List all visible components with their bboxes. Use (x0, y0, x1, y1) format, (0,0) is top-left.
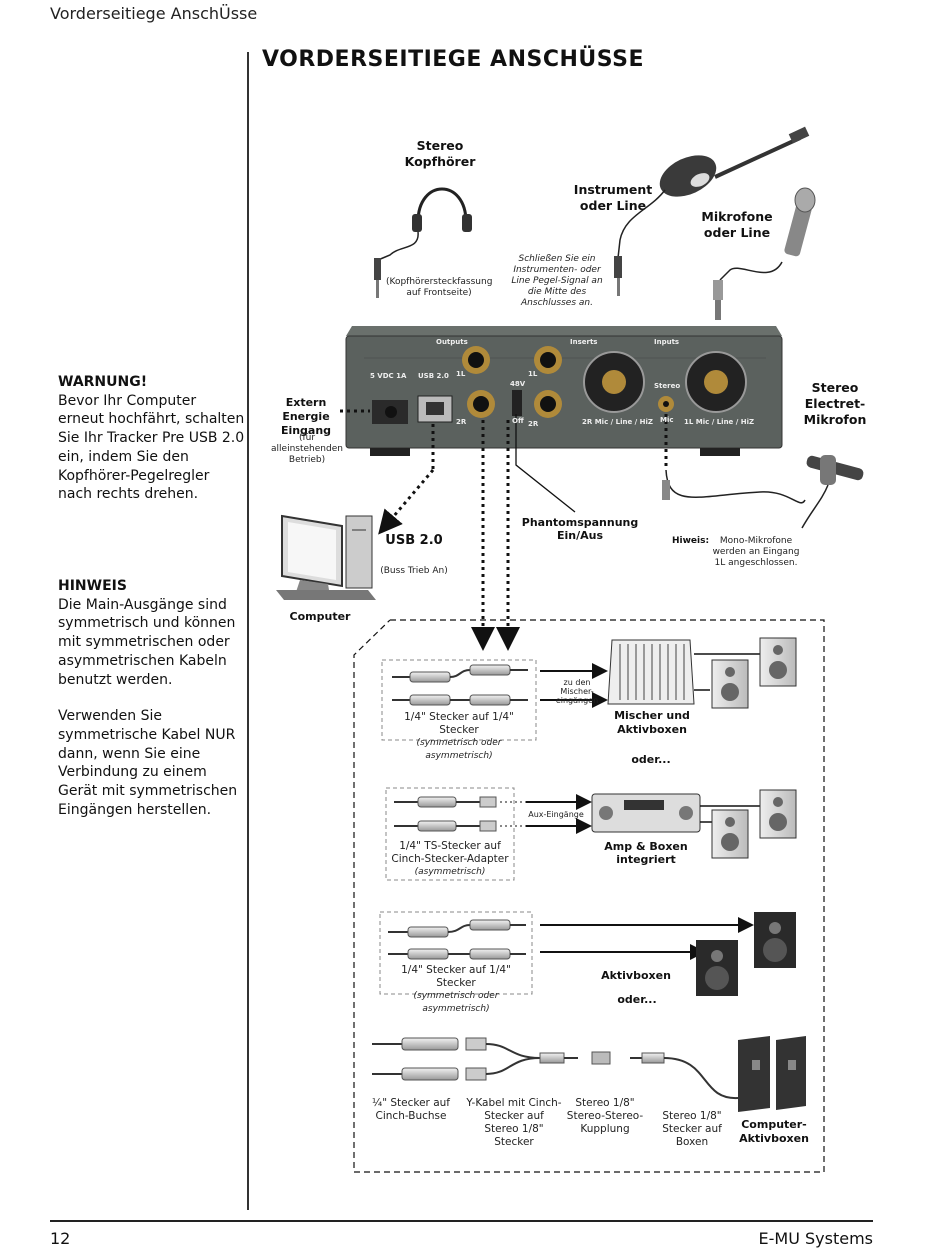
input-1l-label: 1L Mic / Line / HiZ (684, 418, 755, 426)
page-number: 12 (50, 1229, 71, 1248)
note-text-1: Die Main-Ausgänge sind symmetrisch und k… (58, 596, 236, 688)
or-label: oder... (617, 993, 657, 1006)
power-input-note: (für alleinstehenden Betrieb) (271, 433, 343, 465)
y-cable-label: Y-Kabel mit Cinch-Stecker auf Stereo 1/8… (466, 1097, 562, 1148)
computer-icon (276, 514, 376, 600)
amp-cable-box (385, 787, 515, 881)
inserts-label: Inserts (570, 338, 598, 346)
stereo-input-label: Stereo (654, 382, 681, 390)
mixer-cable-icon (392, 664, 528, 706)
input-2r-label: 2R Mic / Line / HiZ (582, 418, 653, 426)
warning-block: WARNUNG! Bevor Ihr Computer erneut hochf… (58, 373, 246, 504)
note-block: HINWEIS Die Main-Ausgänge sind symmetris… (58, 577, 246, 819)
or-label: oder... (631, 753, 671, 766)
computer-speakers-icon (738, 1036, 806, 1112)
note-text-2: Verwenden Sie symmetrische Kabel NUR dan… (58, 708, 238, 818)
electret-label: Stereo Electret-Mikrofon (803, 380, 867, 427)
mixer-cable-box (381, 659, 537, 741)
microphone-label: Mikrofone oder Line (701, 209, 773, 240)
mixer-input-note: zu den Mischer-eingängen (555, 678, 599, 705)
hint-text: Mono-Mikrofone werden an Eingang 1L ange… (712, 536, 800, 568)
options-frame (353, 619, 825, 1173)
power-input-label: Extern Energie Eingang (280, 396, 332, 437)
inputs-label: Inputs (654, 338, 680, 346)
instrument-label: Instrument oder Line (573, 182, 653, 213)
mic-input-label: Mic (660, 416, 674, 424)
mixer-cable-label: 1/4" Stecker auf 1/4" Stecker (symmetris… (404, 711, 514, 761)
power-spec-label: 5 VDC 1A (370, 372, 407, 380)
electret-mic-icon (662, 455, 864, 529)
signal-lines (340, 409, 668, 651)
outputs-label: Outputs (436, 338, 468, 346)
pointer-lines (515, 414, 576, 513)
footer-brand: E-MU Systems (758, 1229, 873, 1248)
amp-cable-label: 1/4" TS-Stecker auf Cinch-Stecker-Adapte… (391, 840, 509, 877)
speaker-icon (711, 637, 797, 709)
adapter-cable-icon (394, 796, 497, 832)
phantom-label: Phantomspannung Ein/Aus (521, 516, 639, 542)
column-divider (247, 52, 249, 1210)
mixer-icon (607, 639, 760, 705)
hint-label: Hiweis: (672, 536, 710, 546)
computer-speakers-label: Computer-Aktivboxen (739, 1118, 809, 1145)
instrument-note: Schließen Sie ein Instrumenten- oder Lin… (511, 254, 603, 308)
active-cable-box (379, 911, 533, 995)
guitar-icon (614, 126, 810, 296)
page-title: VORDERSEITIEGE ANSCHÜSSE (262, 47, 644, 72)
active-cable-label: 1/4" Stecker auf 1/4" Stecker (symmetris… (401, 964, 511, 1014)
phantom-48v-label: 48V (510, 380, 526, 388)
tracker-pre-device (345, 326, 783, 456)
note-heading: HINWEIS (58, 578, 127, 594)
speaker-icon (711, 789, 797, 859)
computer-label: Computer (289, 610, 351, 623)
studio-monitor-icon (696, 912, 796, 996)
quarter-inch-cable-icon (388, 919, 526, 960)
insert-2r-label: 2R (528, 420, 539, 428)
mixer-label: Mischer und Aktivboxen (614, 709, 690, 736)
microphone-icon (713, 187, 816, 320)
headphones-label: Stereo Kopfhörer (404, 138, 476, 169)
aux-input-note: Aux-Eingänge (528, 810, 584, 819)
output-1l-label: 1L (456, 370, 466, 378)
usb-label: USB 2.0 (385, 533, 443, 548)
pc-cable-chain-icon (372, 1037, 739, 1100)
output-2r-label: 2R (456, 418, 467, 426)
cinch-label: ¼" Stecker auf Cinch-Buchse (372, 1097, 450, 1122)
phantom-off-label: Off (512, 417, 524, 425)
coupler-label: Stereo 1/8" Stereo-Stereo-Kupplung (566, 1097, 644, 1135)
active-speakers-label: Aktivboxen (601, 969, 671, 982)
usb-port-label: USB 2.0 (418, 372, 449, 380)
amp-label: Amp & Boxen integriert (604, 840, 688, 866)
plug-label: Stereo 1/8" Stecker auf Boxen (662, 1110, 722, 1148)
usb-note: (Buss Trieb An) (380, 566, 448, 576)
running-header: Vorderseitiege AnschÜsse (50, 4, 258, 23)
headphones-note: (Kopfhörersteckfassung auf Frontseite) (386, 277, 493, 298)
warning-heading: WARNUNG! (58, 374, 148, 390)
insert-1l-label: 1L (528, 370, 538, 378)
footer-rule (50, 1220, 873, 1222)
headphones-icon (374, 187, 472, 298)
warning-text: Bevor Ihr Computer erneut hochfährt, sch… (58, 392, 245, 503)
amplifier-icon (591, 793, 760, 833)
